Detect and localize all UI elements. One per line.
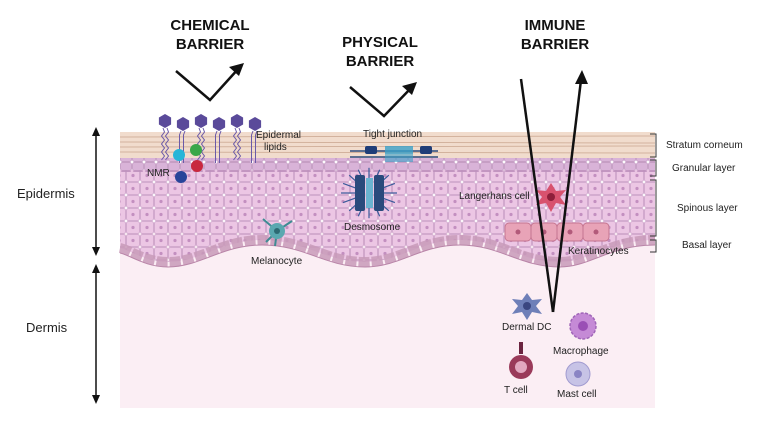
tight-junction-icon <box>350 146 438 162</box>
layer-brackets <box>650 133 657 253</box>
lipid-tail <box>215 130 218 163</box>
dermis-extent-arrow <box>92 264 100 404</box>
keratinocytes-label: Keratinocytes <box>568 246 629 257</box>
keratinocytes-cluster <box>504 222 610 242</box>
physical-barrier-arrow <box>349 82 417 118</box>
nmr-molecule-cyan <box>173 149 185 161</box>
desmosome-filament <box>342 197 357 204</box>
lipid-tail <box>236 127 242 161</box>
layer-label-spinous: Spinous layer <box>677 203 738 214</box>
t-cell-label: T cell <box>504 385 528 396</box>
dermal-dc-icon <box>512 293 542 320</box>
granular-layer <box>120 156 655 172</box>
melanocyte-label: Melanocyte <box>251 256 303 267</box>
t-cell-icon <box>509 342 533 379</box>
mast-cell-label: Mast cell <box>557 389 597 400</box>
lipid-tail <box>219 130 222 163</box>
lipid-head-icon <box>176 117 190 131</box>
desmosome-icon <box>341 167 397 219</box>
epidermis-extent-arrow <box>92 127 100 256</box>
epidermis-label: Epidermis <box>17 186 75 201</box>
mast-cell-icon <box>565 361 591 387</box>
lipid-head-icon <box>158 114 172 128</box>
epidermal-lipids <box>158 114 262 163</box>
nmr-molecule-red <box>191 160 203 172</box>
lipid-tail <box>251 130 254 163</box>
lipid-tail <box>255 130 258 163</box>
lipid-head-icon <box>248 117 262 131</box>
immune-barrier-arrows <box>519 70 588 313</box>
tight-junction-label: Tight junction <box>363 129 423 140</box>
desmosome-label: Desmosome <box>344 222 401 233</box>
chemical-barrier-arrow <box>175 63 244 102</box>
dermal-dc-label: Dermal DC <box>502 322 552 333</box>
lipid-tail <box>200 127 206 161</box>
dermis-label: Dermis <box>26 320 68 335</box>
langerhans-cell-label: Langerhans cell <box>459 191 530 202</box>
nmr-label: NMR <box>147 168 170 179</box>
nmr-molecule-blue <box>175 171 187 183</box>
nmr-molecule-green <box>190 144 202 156</box>
macrophage-label: Macrophage <box>553 346 609 357</box>
desmosome-filament <box>381 197 396 204</box>
lipid-tail <box>160 127 166 161</box>
langerhans-cell-icon <box>536 183 566 212</box>
layer-label-granular: Granular layer <box>672 163 736 174</box>
macrophage-icon <box>569 312 597 340</box>
layer-label-basal: Basal layer <box>682 240 732 251</box>
desmosome-filament <box>342 182 357 189</box>
lipid-tail <box>164 127 170 161</box>
layer-label-stratum-corneum: Stratum corneum <box>666 140 743 151</box>
lipid-head-icon <box>194 114 208 128</box>
melanocyte-icon <box>262 218 293 247</box>
lipid-tail <box>232 127 238 161</box>
basal-membrane <box>118 234 656 268</box>
lipid-head-icon <box>230 114 244 128</box>
desmosome-filament <box>381 182 396 189</box>
lipid-head-icon <box>212 117 226 131</box>
